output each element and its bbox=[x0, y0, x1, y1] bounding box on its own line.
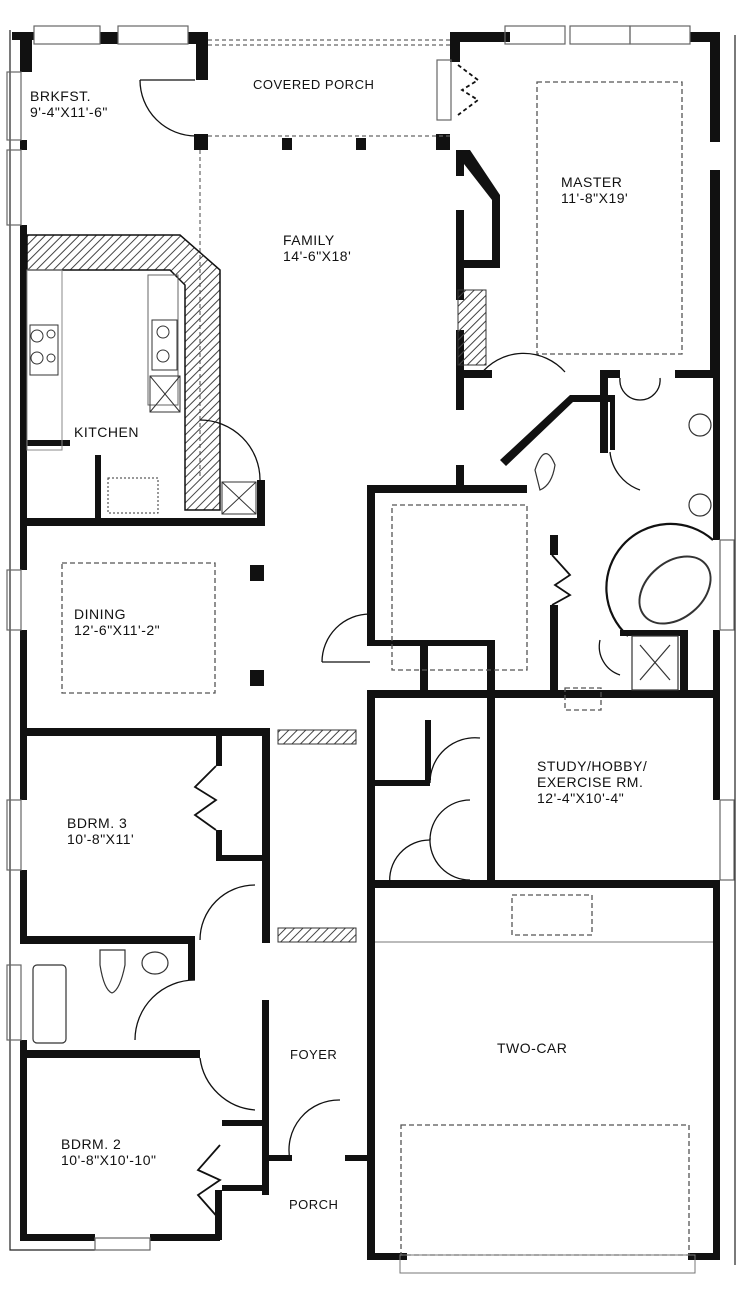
bath-fixtures bbox=[32, 413, 714, 1044]
garage-door-apron bbox=[399, 1254, 696, 1274]
room-label-porch: PORCH bbox=[289, 1197, 339, 1212]
windows bbox=[6, 25, 735, 1251]
room-label-brkfst: BRKFST. 9'-4"X11'-6" bbox=[30, 88, 108, 120]
outer-outline bbox=[9, 30, 736, 1265]
porch-posts bbox=[194, 134, 450, 150]
room-label-kitchen: KITCHEN bbox=[74, 424, 139, 440]
doors bbox=[134, 79, 661, 1161]
room-label-family: FAMILY 14'-6"X18' bbox=[283, 232, 352, 264]
bifold-doors bbox=[193, 64, 572, 1221]
room-label-two-car: TWO-CAR bbox=[497, 1040, 568, 1056]
room-label-covered-porch: COVERED PORCH bbox=[253, 77, 375, 92]
room-label-dining: DINING 12'-6"X11'-2" bbox=[74, 606, 161, 638]
room-label-foyer: FOYER bbox=[290, 1047, 338, 1062]
hall-hatches bbox=[277, 289, 487, 943]
exterior-walls bbox=[12, 32, 720, 1260]
kitchen-appliances bbox=[29, 319, 257, 515]
room-label-master: MASTER 11'-8"X19' bbox=[561, 174, 629, 206]
room-label-study: STUDY/HOBBY/ EXERCISE RM. 12'-4"X10'-4" bbox=[537, 758, 648, 806]
kitchen-counter bbox=[26, 234, 221, 511]
interior-walls bbox=[20, 150, 720, 1195]
room-label-bdrm2: BDRM. 2 10'-8"X10'-10" bbox=[61, 1136, 157, 1168]
room-label-bdrm3: BDRM. 3 10'-8"X11' bbox=[67, 815, 135, 847]
